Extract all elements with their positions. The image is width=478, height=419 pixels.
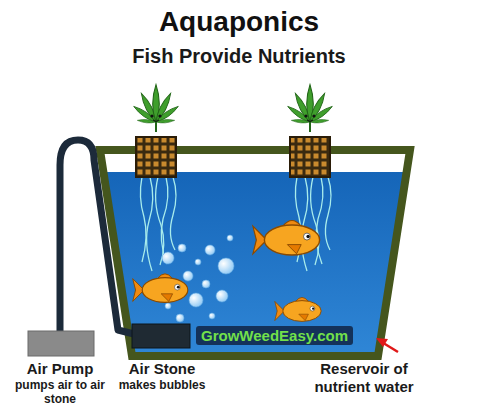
- subtitle: Fish Provide Nutrients: [0, 44, 478, 68]
- watermark-text: GrowWeedEasy.com: [201, 327, 348, 344]
- watermark-box: GrowWeedEasy.com: [196, 326, 353, 345]
- diagram-title: Aquaponics: [0, 6, 478, 38]
- part-note: makes bubbles: [108, 378, 216, 392]
- part-note: pumps air to air stone: [10, 378, 110, 407]
- part-name: Reservoir of nutrient water: [300, 360, 428, 396]
- part-name: Air Pump: [10, 360, 110, 378]
- part-name: Air Stone: [112, 360, 212, 378]
